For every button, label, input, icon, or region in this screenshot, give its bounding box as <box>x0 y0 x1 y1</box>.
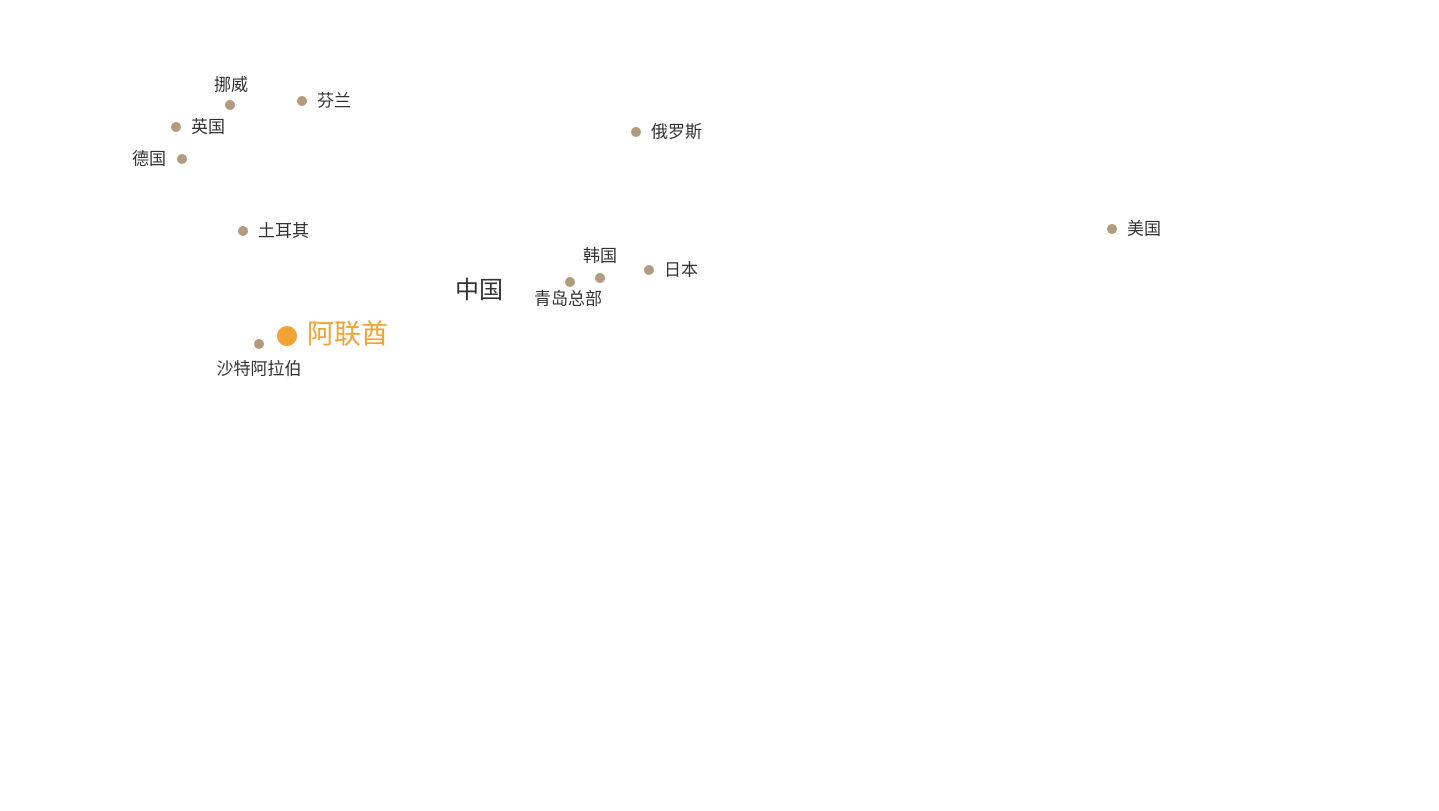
marker-korea[interactable] <box>595 273 605 283</box>
marker-japan[interactable] <box>644 265 654 275</box>
label-qingdao: 青岛总部 <box>534 289 602 310</box>
marker-finland[interactable] <box>297 96 307 106</box>
marker-norway[interactable] <box>225 100 235 110</box>
label-germany: 德国 <box>132 149 166 170</box>
marker-russia[interactable] <box>631 127 641 137</box>
label-usa: 美国 <box>1127 219 1161 240</box>
label-japan: 日本 <box>664 260 698 281</box>
marker-saudi[interactable] <box>254 339 264 349</box>
marker-uae[interactable] <box>277 326 297 346</box>
label-korea: 韩国 <box>583 246 617 267</box>
label-uk: 英国 <box>191 117 225 138</box>
marker-qingdao[interactable] <box>565 277 575 287</box>
marker-turkey[interactable] <box>238 226 248 236</box>
label-norway: 挪威 <box>214 75 248 96</box>
marker-uk[interactable] <box>171 122 181 132</box>
label-finland: 芬兰 <box>317 91 351 112</box>
marker-usa[interactable] <box>1107 224 1117 234</box>
label-uae: 阿联酋 <box>307 319 388 351</box>
marker-germany[interactable] <box>177 154 187 164</box>
label-turkey: 土耳其 <box>258 221 309 242</box>
label-russia: 俄罗斯 <box>651 122 702 143</box>
region-label-china: 中国 <box>455 276 503 304</box>
label-saudi: 沙特阿拉伯 <box>216 359 302 380</box>
